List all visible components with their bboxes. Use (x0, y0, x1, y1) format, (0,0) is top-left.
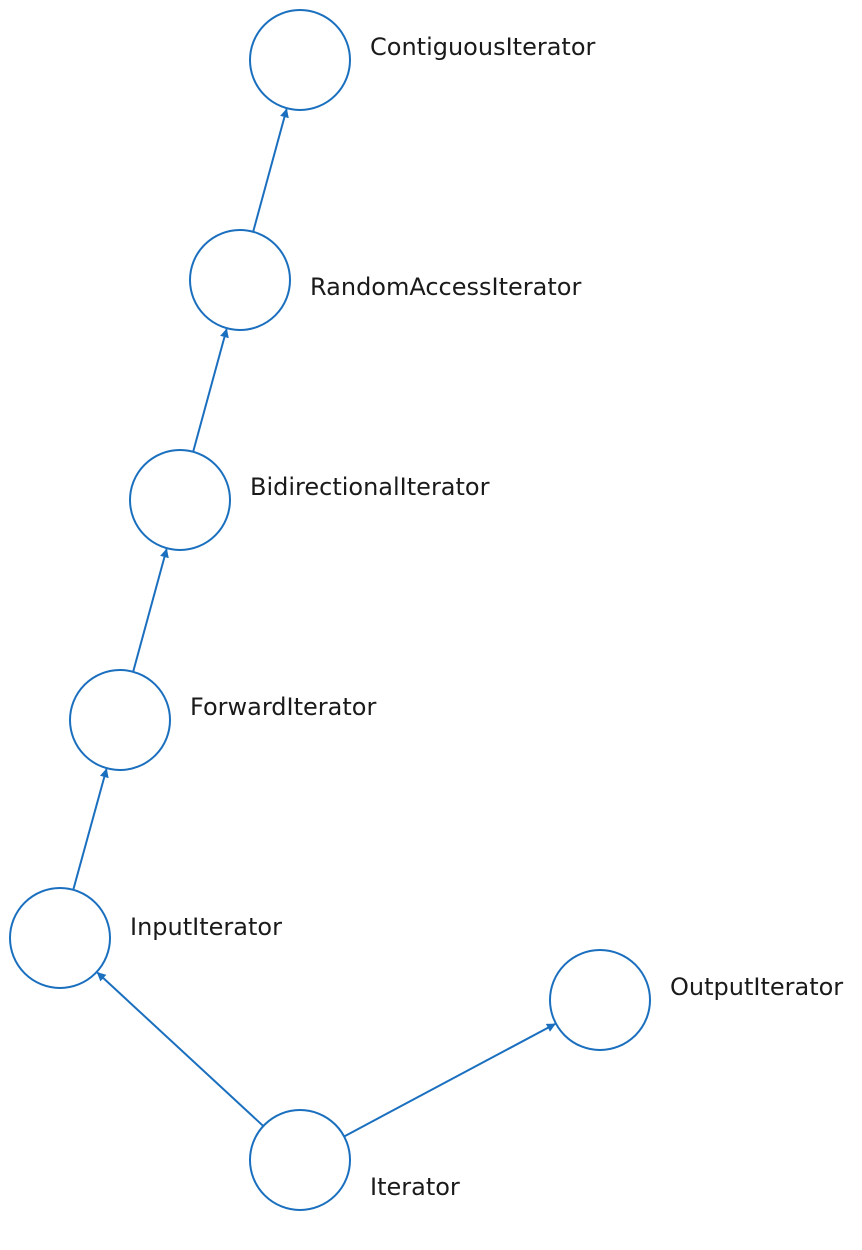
node-iterator: Iterator (249, 1109, 460, 1211)
node-circle-output (549, 949, 651, 1051)
node-label-iterator: Iterator (370, 1173, 460, 1201)
edge-iterator-to-input (96, 971, 264, 1127)
edge-random-to-contiguous (252, 108, 289, 233)
node-circle-forward (69, 669, 171, 771)
node-label-input: InputIterator (130, 913, 282, 941)
node-circle-random (189, 229, 291, 331)
edge-forward-to-bidirectional (132, 548, 169, 673)
edge-input-to-forward (72, 768, 109, 891)
node-circle-iterator (249, 1109, 351, 1211)
node-label-forward: ForwardIterator (190, 693, 376, 721)
node-label-contiguous: ContiguousIterator (370, 33, 595, 61)
node-label-random: RandomAccessIterator (310, 273, 581, 301)
node-input: InputIterator (9, 887, 282, 989)
node-circle-bidirectional (129, 449, 231, 551)
node-bidirectional: BidirectionalIterator (129, 449, 490, 551)
node-circle-contiguous (249, 9, 351, 111)
node-random: RandomAccessIterator (189, 229, 581, 331)
nodes-layer: ContiguousIteratorRandomAccessIteratorBi… (9, 9, 843, 1211)
edge-iterator-to-output (343, 1023, 556, 1138)
node-forward: ForwardIterator (69, 669, 376, 771)
node-contiguous: ContiguousIterator (249, 9, 595, 111)
node-label-bidirectional: BidirectionalIterator (250, 473, 490, 501)
node-circle-input (9, 887, 111, 989)
node-output: OutputIterator (549, 949, 843, 1051)
edges-layer (72, 108, 556, 1138)
node-label-output: OutputIterator (670, 973, 843, 1001)
edge-bidirectional-to-random (192, 328, 229, 453)
